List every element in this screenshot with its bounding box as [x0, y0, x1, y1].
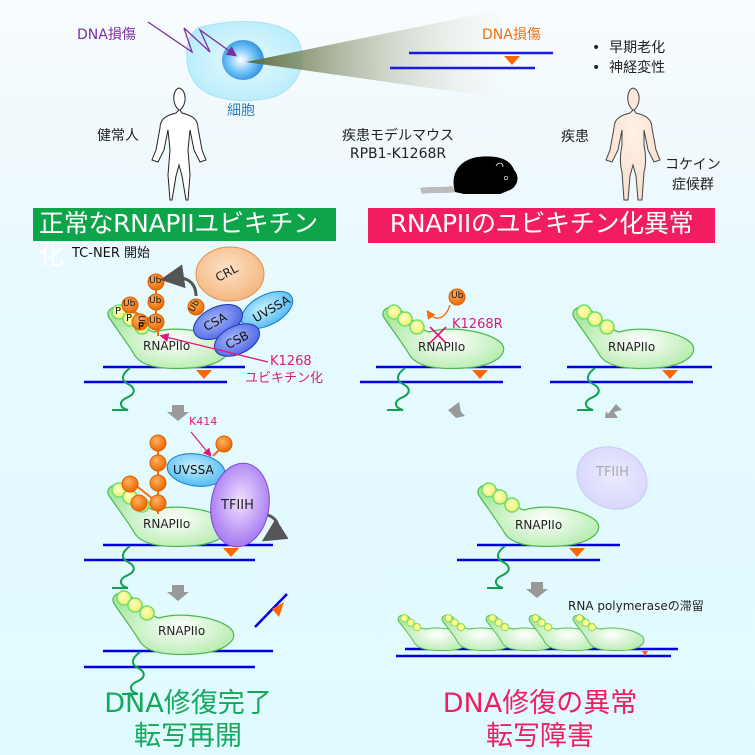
- rnapiio-label: RNAPIIo: [143, 339, 191, 353]
- patient-figure: [605, 87, 661, 201]
- right-outcome: DNA修復の異常 転写障害: [430, 687, 650, 753]
- diagonal-arrow: [448, 402, 465, 418]
- syndrome-label: コケイン 症候群: [665, 155, 721, 195]
- stalled-polymerases: [396, 614, 678, 658]
- mouse-model-name: 疾患モデルマウス: [342, 128, 454, 144]
- rnapiio-label: RNAPIIo: [608, 340, 656, 354]
- mouse-mutation: RPB1-K1268R: [349, 146, 447, 162]
- k1268-label: K1268: [270, 354, 312, 369]
- repair-defect-text: DNA修復の異常: [442, 688, 638, 719]
- down-arrow: [167, 585, 189, 601]
- transfer-arrow: [160, 264, 198, 297]
- dna-damage-label: DNA損傷: [77, 27, 136, 43]
- diagonal-arrow: [605, 404, 622, 418]
- tfiih-faded: [576, 446, 648, 510]
- ub-label: Ub: [451, 291, 464, 301]
- uvssa-label: UVSSA: [173, 463, 214, 477]
- ubiquitination-label: ユビキチン化: [245, 371, 324, 386]
- rnapiio-label: RNAPIIo: [143, 517, 191, 531]
- rnapiio-label: RNAPIIo: [418, 340, 466, 354]
- stalled-polymerase-label: RNA polymeraseの滞留: [568, 599, 704, 613]
- csb-protein: [213, 323, 261, 357]
- uvssa-protein: [240, 290, 294, 330]
- right-step2: [457, 482, 620, 589]
- rnapiio-label: RNAPIIo: [515, 518, 563, 532]
- ub-label: Ub: [149, 316, 162, 326]
- crl-protein: [195, 246, 265, 302]
- ub-label: Ub: [149, 296, 162, 306]
- cell-label: 細胞: [227, 103, 255, 119]
- damage-arrow: [147, 21, 238, 57]
- ub-label: Ub: [123, 299, 136, 309]
- right-mutant-step: [360, 288, 521, 411]
- syndrome-suffix: 症候群: [671, 177, 714, 193]
- transcription-resumed-text: 転写再開: [134, 721, 242, 752]
- symptom-item: • 神経変性: [592, 60, 666, 76]
- mouse-model-label: 疾患モデルマウス RPB1-K1268R: [338, 127, 458, 163]
- ub-label: Ub: [149, 276, 162, 286]
- damage-marker: [504, 56, 520, 65]
- down-arrow: [526, 582, 548, 598]
- rnapiio-label: RNAPIIo: [158, 624, 206, 638]
- zoomed-dna: [390, 51, 553, 70]
- left-step2: [84, 431, 289, 589]
- patient-label: 疾患: [561, 129, 589, 145]
- mouse-illustration: [420, 156, 518, 194]
- repair-complete-text: DNA修復完了: [104, 688, 272, 719]
- healthy-person-label: 健常人: [97, 128, 139, 144]
- dna-damage-zoom-label: DNA損傷: [482, 27, 541, 43]
- symptom-item: • 早期老化: [592, 40, 666, 56]
- abnormal-ubiquitination-banner: RNAPIIのユビキチン化異常: [368, 208, 715, 243]
- tfiih-faded-label: TFIIH: [596, 465, 629, 480]
- phospho-label: P: [138, 321, 145, 332]
- k1268-pointer: [159, 333, 269, 363]
- tfiih-label: TFIIH: [221, 498, 254, 513]
- k1268r-mutation-label: K1268R: [452, 317, 503, 332]
- healthy-human-figure: [151, 87, 207, 201]
- left-step1: [84, 246, 294, 411]
- left-step3: [84, 590, 288, 695]
- left-outcome: DNA修復完了 転写再開: [88, 687, 288, 753]
- down-arrow: [167, 405, 189, 421]
- tc-ner-start-label: TC-NER 開始: [72, 246, 151, 261]
- phospho-label: P: [115, 306, 122, 317]
- syndrome-name: コケイン: [665, 157, 721, 173]
- symptom-list: • 早期老化 • 神経変性: [592, 38, 665, 78]
- right-stall-step: [550, 304, 712, 411]
- transcription-failure-text: 転写障害: [486, 721, 594, 752]
- k414-label: K414: [189, 415, 218, 428]
- damage-marker: [196, 370, 212, 379]
- normal-ubiquitination-banner: 正常なRNAPIIユビキチン化: [33, 208, 336, 270]
- excised-fragment: [254, 593, 288, 628]
- zoom-beam: [246, 10, 500, 98]
- phospho-label: P: [126, 313, 133, 324]
